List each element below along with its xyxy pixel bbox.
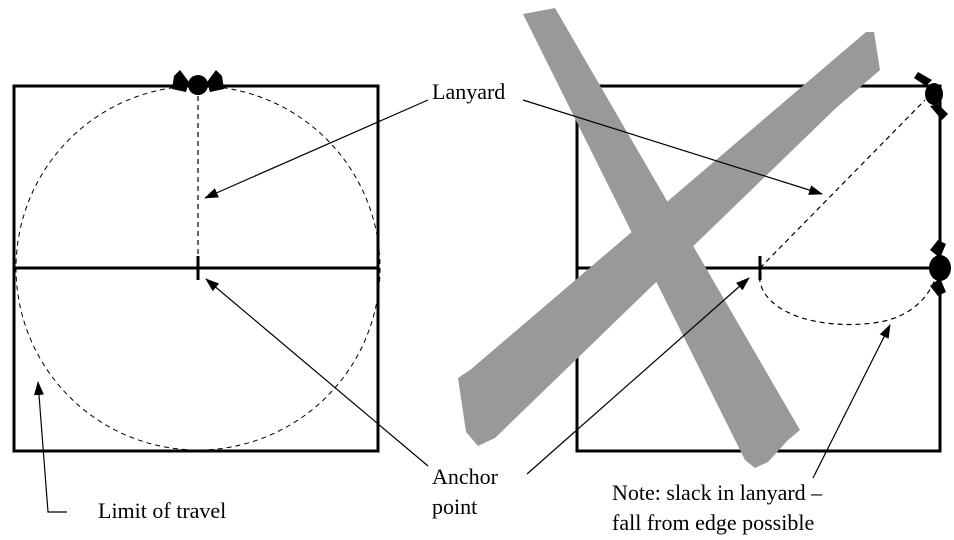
lanyard-arrow-left [204, 99, 429, 199]
worker-figure-icon [914, 72, 948, 120]
label-anchor-point: point [432, 494, 477, 519]
worker-figure-icon [172, 70, 224, 95]
right-lanyard-line [759, 99, 926, 269]
limit-pointer [34, 381, 67, 513]
label-anchor: Anchor [432, 464, 499, 489]
prohibition-cross-icon [458, 8, 880, 468]
label-limit-of-travel: Limit of travel [98, 498, 226, 523]
annotation-arrows [34, 99, 891, 513]
left-panel-correct [12, 70, 381, 453]
anchor-arrow-left [205, 278, 429, 467]
slack-arrow [812, 324, 891, 479]
lanyard-arrow-right [522, 99, 823, 195]
worker-figure-icon [929, 240, 951, 296]
right-slack-lanyard [758, 267, 937, 326]
label-lanyard: Lanyard [432, 79, 505, 104]
anchor-arrow-right [526, 277, 750, 475]
label-note-line2: fall from edge possible [612, 510, 814, 535]
label-note-line1: Note: slack in lanyard – [612, 480, 823, 505]
